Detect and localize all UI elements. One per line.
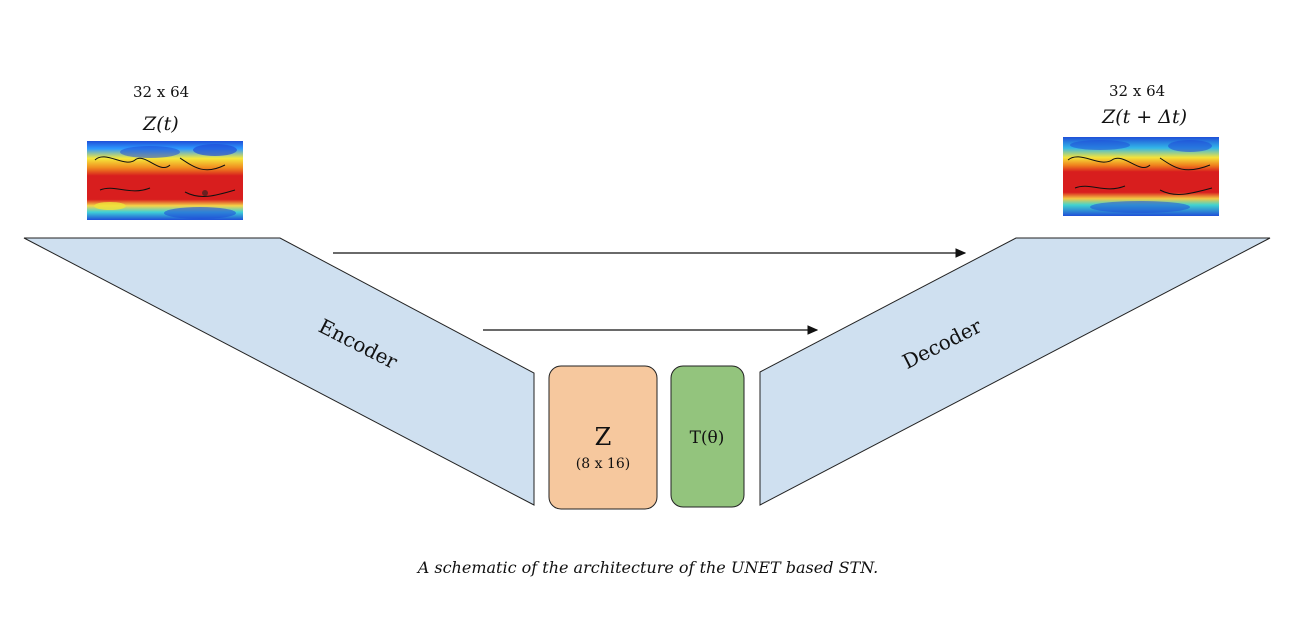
figure-caption: A schematic of the architecture of the U… [417, 558, 879, 577]
encoder-block [23, 237, 535, 506]
input-equation-label: Z(t) [143, 113, 179, 135]
output-equation-label: Z(t + Δt) [1102, 106, 1188, 128]
input-heatmap [87, 141, 243, 220]
latent-dims-label: (8 x 16) [576, 456, 630, 472]
input-dims-label: 32 x 64 [133, 83, 190, 101]
latent-symbol: Z [595, 423, 612, 451]
output-dims-label: 32 x 64 [1109, 82, 1166, 100]
latent-block [548, 365, 658, 510]
transform-label: T(θ) [690, 428, 725, 448]
decoder-block [759, 237, 1271, 506]
transform-block [670, 365, 745, 508]
output-heatmap [1063, 137, 1219, 216]
